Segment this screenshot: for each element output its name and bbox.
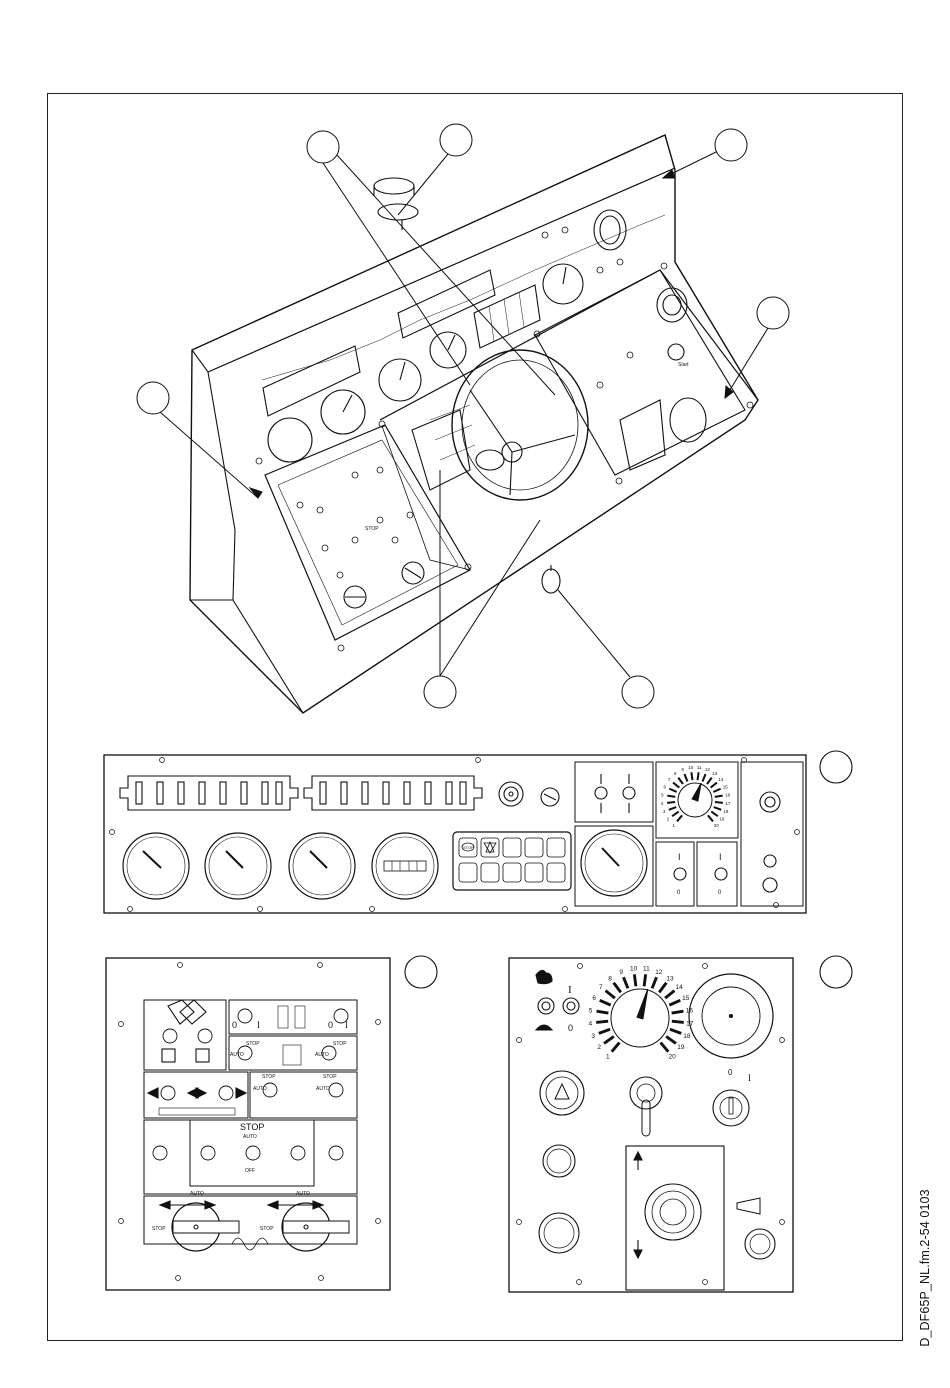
callout-circle-panel3 <box>820 956 852 988</box>
p2-auto-knob2: AUTO <box>296 1191 310 1197</box>
dial-number-label: 19 <box>719 817 725 822</box>
p2-auto-knob1: AUTO <box>190 1191 204 1197</box>
warning-stop-label: STOP <box>463 845 474 850</box>
dial-number-label: 1 <box>606 1054 610 1061</box>
dial-tick <box>672 1011 684 1013</box>
console-start-label: Start <box>678 362 689 368</box>
p3-key-zero: 0 <box>728 1068 733 1077</box>
dial-tick <box>634 974 636 986</box>
dial-number-label: 20 <box>714 823 720 828</box>
p2-auto-1: AUTO <box>230 1052 244 1058</box>
dial-number-label: 18 <box>723 809 729 814</box>
dial-number-label: 12 <box>705 767 711 772</box>
dial-tick <box>597 1011 609 1013</box>
dial-number-label: 16 <box>725 792 731 797</box>
dial-number-label: 11 <box>643 966 650 973</box>
p2-stop-3: STOP <box>262 1074 276 1080</box>
dial-tick <box>667 796 675 797</box>
p3-one: I <box>568 984 572 996</box>
dial-number-label: 13 <box>666 975 674 982</box>
isometric-console: STOP Start <box>190 135 758 713</box>
switch-b-one: I <box>719 852 722 862</box>
dial-tick <box>644 974 646 986</box>
dial-number-label: 7 <box>599 984 603 991</box>
p3-key-one: I <box>748 1073 751 1083</box>
dial-number-label: 12 <box>655 969 663 976</box>
p3-zero: 0 <box>568 1023 573 1033</box>
dial-number-label: 10 <box>630 966 638 973</box>
p2-stop-knob2: STOP <box>260 1226 274 1232</box>
p2-stop-center: STOP <box>240 1122 264 1132</box>
switch-a-one: I <box>678 852 681 862</box>
dial-tick <box>715 802 723 803</box>
p2-auto-4: AUTO <box>316 1086 330 1092</box>
p2-one-2: I <box>345 1020 348 1030</box>
p2-stop-4: STOP <box>323 1074 337 1080</box>
dial-tick <box>698 772 699 780</box>
dial-tick <box>715 796 723 797</box>
dial-number-label: 8 <box>608 975 612 982</box>
p2-stop-knob1: STOP <box>152 1226 166 1232</box>
dial-number-label: 14 <box>676 984 684 991</box>
dial-number-label: 15 <box>723 784 729 789</box>
dial-tick <box>596 1021 608 1022</box>
p2-auto-2: AUTO <box>315 1052 329 1058</box>
left-switch-panel: STOP STOP AUTO AUTO STOP STOP AUTO AUTO … <box>106 958 390 1290</box>
dial-number-label: 14 <box>718 777 724 782</box>
dial-tick <box>667 802 675 803</box>
dial-number-label: 10 <box>688 765 694 770</box>
p2-stop-2: STOP <box>333 1041 347 1047</box>
p2-stop-1: STOP <box>246 1041 260 1047</box>
dial-number-label: 2 <box>597 1044 601 1051</box>
dial-number-label: 19 <box>677 1044 685 1051</box>
dial-number-label: 3 <box>591 1033 595 1040</box>
console-stop-label: STOP <box>365 526 379 532</box>
p2-auto-3: AUTO <box>253 1086 267 1092</box>
dial-tick <box>691 772 692 780</box>
dial-number-label: 5 <box>589 1007 593 1014</box>
dial-number-label: 13 <box>712 771 718 776</box>
dial-number-label: 18 <box>683 1033 691 1040</box>
dial-number-label: 4 <box>588 1020 592 1027</box>
p2-zero-2: 0 <box>328 1020 333 1030</box>
dial-number-label: 15 <box>682 995 690 1002</box>
p2-off-label: OFF <box>245 1168 255 1174</box>
callout-circle-panel1 <box>820 751 852 783</box>
p2-zero-1: 0 <box>232 1020 237 1030</box>
dial-number-label: 17 <box>725 801 731 806</box>
p2-one-1: I <box>257 1020 260 1030</box>
callout-circle-panel2 <box>405 956 437 988</box>
dial-number-label: 6 <box>592 995 596 1002</box>
dial-number-label: 9 <box>619 969 623 976</box>
p2-auto-center: AUTO <box>243 1134 257 1140</box>
dial-tick <box>672 1021 684 1022</box>
dial-number-label: 20 <box>669 1054 677 1061</box>
dial-number-label: 11 <box>697 765 702 770</box>
